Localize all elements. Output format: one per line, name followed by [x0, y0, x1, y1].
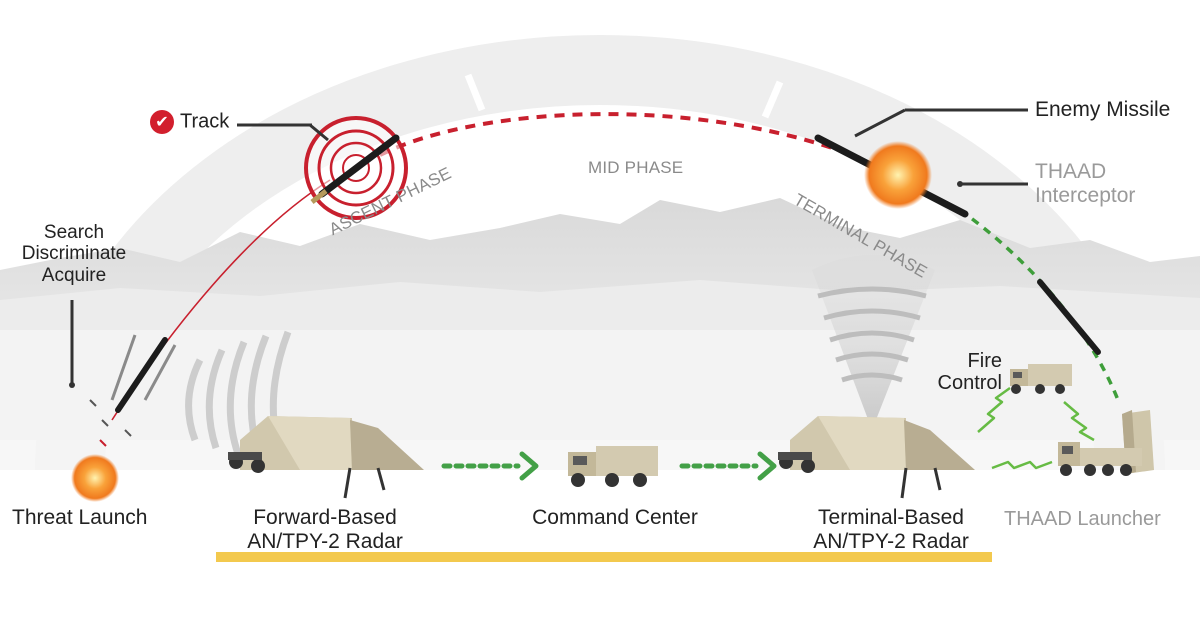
discriminate-text: Discriminate — [21, 243, 127, 265]
command-truck-icon — [568, 446, 658, 487]
fire-control-truck-icon — [1010, 364, 1072, 394]
data-link-forward — [441, 451, 539, 481]
track-label: ✔ Track — [150, 110, 229, 134]
enemy-missile-label: Enemy Missile — [1035, 98, 1171, 121]
acquire-text: Acquire — [41, 264, 107, 286]
terminal-radar-beam — [812, 255, 935, 430]
forward-radar-line2: AN/TPY-2 Radar — [247, 529, 403, 553]
forward-radar-label: Forward-Based AN/TPY-2 Radar — [220, 506, 430, 553]
interceptor-trajectory — [958, 208, 1120, 401]
search-text: Search — [43, 222, 105, 243]
thaad-launcher-icon — [1058, 410, 1154, 476]
terminal-radar-label: Terminal-Based AN/TPY-2 Radar — [786, 506, 996, 553]
interceptor-pointer-dot — [957, 181, 963, 187]
terminal-radar-line1: Terminal-Based — [818, 506, 964, 529]
radio-links — [977, 386, 1095, 470]
thaad-launcher-label: THAAD Launcher — [1004, 508, 1161, 530]
track-label-text: Track — [180, 110, 230, 133]
search-discriminate-acquire-label: Search Discriminate Acquire — [8, 222, 140, 286]
launch-missiles-icon — [89, 334, 177, 447]
terminal-radar-icon — [778, 416, 975, 499]
thaad-interceptor-line2: Interceptor — [1035, 183, 1136, 207]
search-pointer-dot — [69, 382, 75, 388]
track-target-icon — [304, 116, 408, 220]
enemy-missile-pointer — [854, 108, 906, 138]
fire-control-line1: Fire — [967, 350, 1002, 372]
thaad-interceptor-line1: THAAD — [1035, 160, 1107, 183]
threat-launch-label: Threat Launch — [12, 506, 148, 529]
radar-highlight-bar — [216, 552, 992, 562]
thaad-interceptor-label: THAAD Interceptor — [1035, 160, 1135, 207]
checkmark-icon: ✔ — [150, 110, 174, 134]
mid-phase-label: MID PHASE — [588, 158, 684, 177]
forward-radar-icon — [228, 416, 424, 499]
fire-control-label: Fire Control — [920, 350, 1002, 395]
terminal-radar-line2: AN/TPY-2 Radar — [813, 529, 969, 553]
launch-explosion-icon — [71, 454, 119, 502]
track-pointer-diagonal — [309, 123, 329, 142]
forward-radar-line1: Forward-Based — [253, 506, 397, 529]
intercept-explosion-icon — [864, 141, 932, 209]
interceptor-missile-icon — [1037, 279, 1101, 355]
fire-control-line2: Control — [937, 372, 1002, 395]
data-link-terminal — [679, 451, 777, 481]
command-center-label: Command Center — [532, 506, 698, 529]
